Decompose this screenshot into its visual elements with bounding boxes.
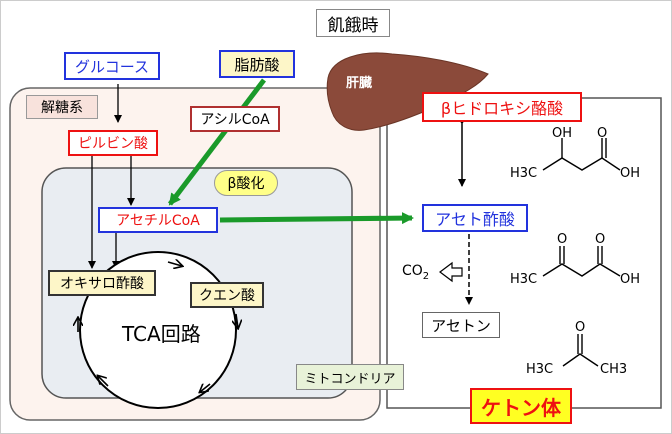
acac-o1: O (557, 232, 568, 247)
oxaloacetate-box: オキサロ酢酸 (48, 270, 156, 296)
bhb-methyl: H3C (510, 166, 538, 181)
tca-cycle-label: TCA回路 (122, 322, 201, 346)
glycolysis-label: 解糖系 (26, 95, 98, 119)
tca-arrow-top (167, 262, 182, 266)
acac-oh-end: OH (620, 272, 641, 287)
bhb-oh-top: OH (552, 126, 573, 141)
beta-hydroxybutyrate-box: βヒドロキシ酪酸 (422, 92, 582, 122)
co2-label: CO2 (402, 263, 429, 282)
tca-arrow-bottom-left (98, 376, 109, 387)
acetoacetate-box: アセト酢酸 (422, 204, 528, 232)
structure-acetone (562, 334, 599, 367)
pyruvate-box: ピルビン酸 (68, 130, 158, 156)
acac-o2: O (595, 232, 606, 247)
acac-methyl: H3C (510, 272, 538, 287)
arrow-acetylcoa-acetoacetate (219, 212, 414, 225)
acetone-methyl-left: H3C (526, 362, 554, 377)
liver-label: 肝臓 (346, 76, 373, 91)
tca-arrow-bottom-right (200, 384, 211, 392)
bhb-carbonyl-o: O (597, 126, 608, 141)
structure-bhb (542, 138, 621, 171)
acetone-methyl-right: CH3 (600, 362, 628, 377)
acyl-coa-box: アシルCoA (190, 106, 280, 132)
citrate-box: クエン酸 (190, 282, 264, 308)
tca-arrow-right (236, 313, 238, 328)
co2-text: CO (402, 263, 423, 279)
glucose-box: グルコース (64, 52, 160, 80)
acetone-box: アセトン (422, 312, 500, 338)
fatty-acid-box: 脂肪酸 (219, 50, 295, 78)
structure-acetoacetic (542, 246, 621, 277)
mitochondria-label: ミトコンドリア (296, 364, 404, 390)
bhb-oh-end: OH (620, 166, 641, 181)
acetyl-coa-box: アセチルCoA (98, 207, 218, 233)
arrow-fattyacid-acetylcoa (168, 78, 266, 206)
arrow-co2-release (439, 261, 463, 283)
ketone-bodies-label: ケトン体 (470, 388, 572, 424)
beta-oxidation-label: β酸化 (214, 170, 278, 196)
co2-subscript: 2 (422, 270, 430, 282)
starvation-title: 飢餓時 (316, 9, 390, 37)
acetone-o: O (575, 320, 586, 335)
